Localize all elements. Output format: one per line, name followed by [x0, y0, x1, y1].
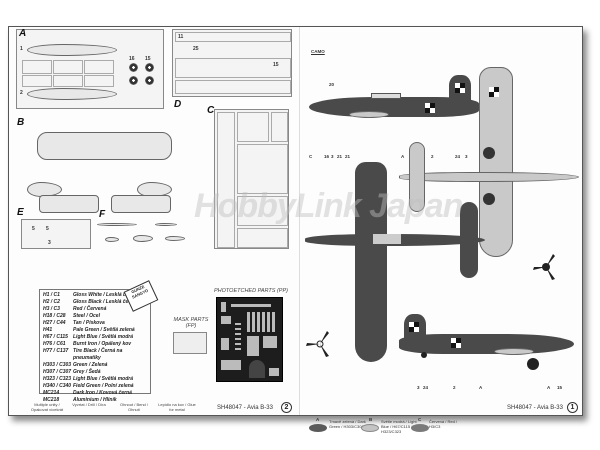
side-view-right	[399, 314, 574, 372]
color-swatch-c	[411, 424, 429, 432]
sprue-letter-b: B	[17, 117, 25, 128]
left-page-number: 2	[281, 402, 292, 413]
sprue-d: 11 25 15	[172, 29, 292, 97]
tail-wheel	[421, 352, 427, 358]
mask-parts-label: MASK PARTS (FP)	[173, 317, 209, 329]
page-divider	[299, 27, 300, 415]
hub-part	[129, 76, 138, 85]
watermark: HobbyLink Japan	[194, 187, 463, 225]
wheel-well	[483, 193, 495, 205]
hub-part	[145, 76, 154, 85]
czech-roundel	[451, 338, 461, 348]
color-swatch-b	[361, 424, 379, 432]
right-page: CAMO C 16 3 21 21 A 10 2 24 3 8 20	[299, 27, 584, 434]
sprue-letter-e: E	[17, 207, 24, 218]
gun-part	[97, 223, 137, 226]
czech-roundel	[455, 83, 465, 93]
sprue-f	[95, 221, 210, 251]
left-page: A 1 2 16 15 11 25 15 D	[9, 27, 299, 415]
czech-roundel	[409, 322, 419, 332]
legend-glue: Lepidlo na kov / Glue for metal	[158, 402, 196, 412]
sprue-letter: A	[19, 28, 27, 39]
left-footer-code: SH48047 - Avia B-33	[217, 405, 273, 411]
main-wheel	[527, 358, 539, 370]
small-part	[105, 237, 119, 242]
legend-bend: Ohnout / Bend / Ohnutí	[119, 402, 149, 412]
legend-repeat: Multiple unity / Opakovat vícekrát	[30, 402, 64, 412]
sprue-b	[19, 127, 189, 217]
propeller-diagram-icon	[306, 331, 329, 357]
side-callouts-bottom: 3 24 2 A A 15	[417, 385, 563, 390]
side-view-left	[309, 75, 479, 127]
sprue-letter-d: D	[174, 99, 182, 110]
wing-upper-part	[39, 195, 99, 213]
wing-lower-part	[37, 132, 172, 160]
photoetched-label: PHOTOETCHED PARTS (PP)	[214, 288, 288, 294]
sprue-letter-f: F	[99, 209, 106, 220]
fuselage-half-part	[27, 44, 117, 56]
sprue-letter-c: C	[207, 105, 215, 116]
sprue-c	[214, 109, 289, 249]
color-swatch-a	[309, 424, 327, 432]
sprue-e: 5 5 3	[21, 219, 91, 249]
instruction-sheet: A 1 2 16 15 11 25 15 D	[8, 26, 584, 434]
small-part	[165, 236, 185, 241]
hub-part	[145, 63, 154, 72]
propeller-diagram-icon	[533, 254, 555, 280]
photoetched-fret	[216, 297, 283, 382]
mask-fret	[173, 332, 207, 354]
small-part	[133, 235, 153, 242]
exhaust-part	[155, 223, 177, 226]
fuselage-half-part	[27, 88, 117, 100]
right-footer-code: SH48047 - Avia B-33	[507, 405, 563, 411]
czech-roundel	[489, 87, 499, 97]
legend-drill: Vyvrtat / Drill / Díra	[72, 402, 106, 407]
top-view	[305, 162, 485, 362]
right-page-number: 1	[567, 402, 578, 413]
wheel-well	[483, 147, 495, 159]
wing-upper-part	[111, 195, 171, 213]
underside-view	[399, 67, 579, 257]
hub-part	[129, 63, 138, 72]
camo-label: CAMO	[311, 49, 325, 54]
sprue-a: A 1 2 16 15	[16, 28, 164, 109]
czech-roundel	[425, 103, 435, 113]
